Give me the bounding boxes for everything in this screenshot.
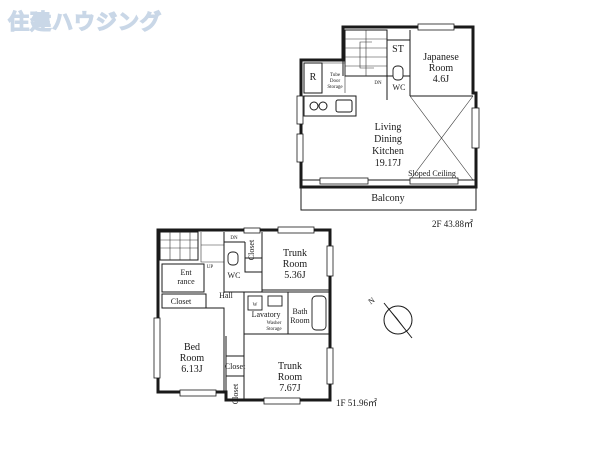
label-entrance-1: Ent (180, 268, 192, 277)
label-sloped-ceiling: Sloped Ceiling (408, 169, 456, 178)
label-japanese-room-1: Japanese (423, 52, 459, 63)
stair-landing-1f (200, 232, 225, 263)
toilet-1f (227, 251, 239, 266)
washer-mark: W (253, 303, 258, 308)
label-bed-room-3: 6.13J (181, 364, 203, 375)
partitions-2f-upper (342, 30, 473, 100)
label-bed-room-1: Bed (184, 342, 200, 353)
label-dn-2f: DN (374, 81, 382, 86)
window-2f-north (417, 23, 455, 31)
label-wc-1f: WC (228, 271, 241, 280)
label-washer-storage-2: Storage (266, 327, 282, 332)
window-1f-west (153, 317, 161, 379)
window-2f-south-2 (409, 177, 459, 185)
label-tube-door-storage-2: Door (330, 79, 341, 84)
label-closet-bed: Closet (171, 297, 192, 306)
toilet-2f (392, 65, 404, 81)
wash-basin (267, 295, 283, 307)
bed-room-wall (162, 307, 225, 392)
label-ldk-1: Living (375, 122, 402, 133)
stove-burner-1 (309, 101, 319, 111)
brand-logo: 住建ハウジング (7, 9, 162, 34)
label-lavatory: Lavatory (252, 310, 281, 319)
label-trunk-room-1-2: Room (283, 259, 308, 270)
label-japanese-room-3: 4.6J (433, 74, 450, 85)
label-dn-1f: DN (230, 236, 238, 241)
entrance (161, 263, 205, 293)
label-ldk-3: Kitchen (372, 146, 404, 157)
bathtub (311, 295, 327, 331)
label-balcony: Balcony (371, 193, 404, 204)
stair-arrow-2f (359, 41, 374, 69)
label-closet-a: Closet (225, 362, 246, 371)
window-2f-east (471, 107, 480, 149)
fridge-mark: R (310, 72, 317, 83)
tube-door-storage (322, 62, 346, 93)
window-2f-west-1 (296, 95, 304, 125)
area-1f: 1F 51.96㎡ (336, 398, 377, 408)
label-bathroom-2: Room (290, 316, 310, 325)
label-ldk-4: 19.17J (375, 158, 402, 169)
label-closet-stair: Closet (247, 239, 256, 260)
window-1f-south-2 (263, 397, 301, 405)
label-trunk-room-2-1: Trunk (278, 361, 302, 372)
label-wc-2f: WC (393, 83, 406, 92)
label-trunk-room-2-2: Room (278, 372, 303, 383)
partitions-1f-stair (223, 232, 263, 293)
label-trunk-room-2-3: 7.67J (279, 383, 301, 394)
label-tube-door-storage-1: Tube (330, 73, 341, 78)
label-trunk-room-1-3: 5.36J (284, 270, 306, 281)
label-entrance-2: rance (177, 277, 195, 286)
floor-1f-plan: DN UP WC Closet Trunk Room 5.36J Ent ran… (153, 226, 377, 408)
compass-axis (383, 302, 413, 339)
label-up-1f: UP (207, 265, 214, 270)
washer (247, 295, 263, 311)
compass-n-label: N (367, 295, 377, 306)
closets-1f-south (225, 334, 245, 400)
stove-burner-2 (318, 101, 328, 111)
area-2f: 2F 43.88㎡ (432, 219, 473, 229)
label-washer-storage-1: Washer (267, 321, 282, 326)
balcony (300, 186, 477, 211)
label-closet-b: Closet (231, 383, 240, 404)
label-st: ST (392, 44, 404, 55)
window-1f-north (277, 226, 315, 234)
sloped-ceiling-lines (409, 95, 474, 181)
label-bathroom-1: Bath (292, 307, 307, 316)
label-trunk-room-1-1: Trunk (283, 248, 307, 259)
label-bed-room-2: Room (180, 353, 205, 364)
stair-treads-2f (345, 30, 387, 76)
kitchen-counter (303, 95, 357, 117)
stair-treads-1f (160, 232, 198, 260)
north-compass: N (367, 295, 413, 339)
fridge-space (303, 62, 323, 94)
floor-2f-plan: ST Japanese Room 4.6J WC DN R Tube Door … (296, 23, 480, 229)
window-2f-west-2 (296, 133, 304, 163)
window-1f-south-1 (179, 389, 217, 397)
label-ldk-2: Dining (374, 134, 402, 145)
kitchen-sink (335, 99, 353, 113)
window-1f-east-1 (326, 245, 334, 277)
label-japanese-room-2: Room (429, 63, 454, 74)
window-2f-south-1 (319, 177, 369, 185)
window-1f-east-2 (326, 347, 334, 385)
compass-circle (383, 305, 413, 335)
label-tube-door-storage-3: Storage (327, 85, 343, 90)
stair-1f (159, 231, 199, 261)
label-hall: Hall (219, 291, 234, 300)
window-1f-north-small (243, 227, 261, 234)
